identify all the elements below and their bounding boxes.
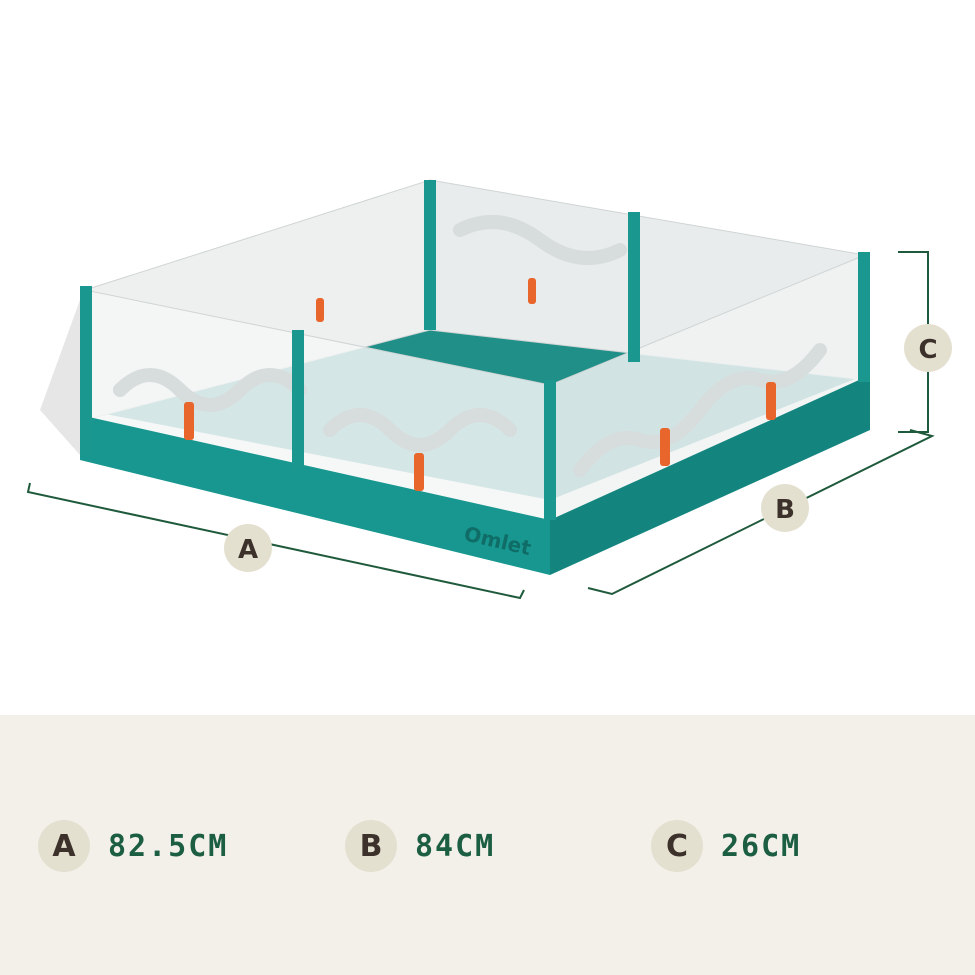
value-c: 26CM bbox=[721, 828, 802, 864]
value-a: 82.5CM bbox=[108, 828, 229, 864]
straps bbox=[184, 278, 776, 491]
label-b: B bbox=[761, 484, 809, 532]
wave-pattern bbox=[113, 215, 827, 477]
dimension-b: B 84CM bbox=[345, 820, 495, 872]
shadow bbox=[40, 300, 80, 455]
dimension-a: A 82.5CM bbox=[38, 820, 228, 872]
value-b: 84CM bbox=[415, 828, 496, 864]
front-right-base bbox=[550, 375, 870, 575]
badge-b: B bbox=[345, 820, 397, 872]
posts bbox=[80, 180, 870, 520]
dimensions-legend: A 82.5CM B 84CM C 26CM bbox=[0, 715, 975, 975]
front-left-base bbox=[80, 415, 550, 575]
label-a: A bbox=[224, 524, 272, 572]
planter-illustration: Omlet A B C bbox=[26, 179, 952, 600]
label-c: C bbox=[904, 324, 952, 372]
svg-text:C: C bbox=[918, 335, 937, 365]
badge-a: A bbox=[38, 820, 90, 872]
svg-text:A: A bbox=[238, 535, 258, 565]
svg-text:B: B bbox=[775, 495, 795, 525]
badge-c: C bbox=[651, 820, 703, 872]
dimension-c: C 26CM bbox=[651, 820, 801, 872]
